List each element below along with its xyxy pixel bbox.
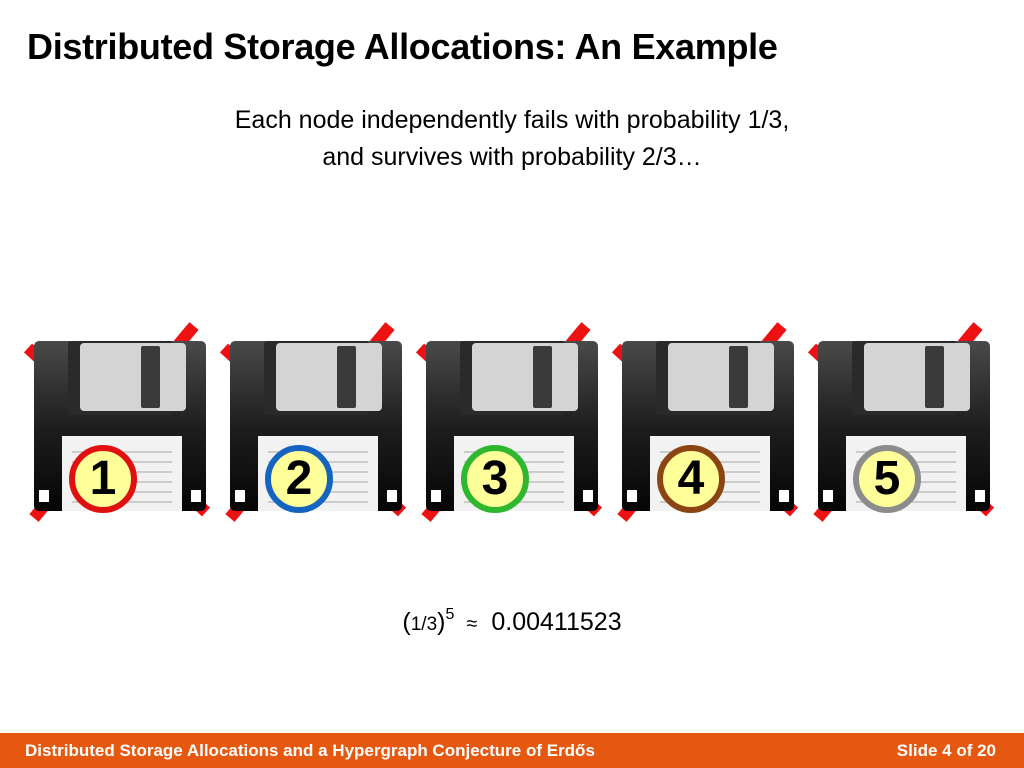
floppy-disk-icon xyxy=(611,322,798,522)
floppy-disk-1: 1 xyxy=(20,322,210,522)
formula-denominator: 3 xyxy=(426,614,438,635)
slide-subtitle: Each node independently fails with proba… xyxy=(0,102,1024,176)
footer-slide-number: Slide 4 of 20 xyxy=(896,741,996,760)
floppy-disk-4: 4 xyxy=(608,322,798,522)
metal-shutter xyxy=(80,343,186,411)
formula-close-paren: ) xyxy=(437,608,446,636)
floppy-disk-icon xyxy=(219,322,406,522)
slide-title: Distributed Storage Allocations: An Exam… xyxy=(27,26,778,67)
subtitle-line-2: and survives with probability 2/3… xyxy=(322,143,702,171)
metal-shutter xyxy=(276,343,382,411)
formula-approx-symbol: ≈ xyxy=(466,613,478,635)
metal-shutter xyxy=(472,343,578,411)
floppy-disk-icon xyxy=(23,322,210,522)
footer-bar: Distributed Storage Allocations and a Hy… xyxy=(0,733,1024,768)
formula-value: 0.00411523 xyxy=(491,608,622,636)
floppy-disk-icon xyxy=(807,322,994,522)
metal-shutter xyxy=(668,343,774,411)
footer-presentation-title: Distributed Storage Allocations and a Hy… xyxy=(25,741,595,760)
disk-number-label: 4 xyxy=(677,452,705,505)
number-ring xyxy=(657,445,725,513)
subtitle-line-1: Each node independently fails with proba… xyxy=(234,106,790,134)
number-ring xyxy=(853,445,921,513)
formula-open-paren: ( xyxy=(402,608,411,636)
number-ring xyxy=(461,445,529,513)
number-ring xyxy=(265,445,333,513)
disk-number-label: 3 xyxy=(481,452,509,505)
disk-number-label: 5 xyxy=(873,452,901,505)
floppy-disk-2: 2 xyxy=(216,322,406,522)
metal-shutter xyxy=(864,343,970,411)
probability-formula: (1/3)5 ≈0.00411523 xyxy=(0,606,1024,637)
floppy-disk-5: 5 xyxy=(804,322,994,522)
formula-fraction: 1/3 xyxy=(411,614,437,635)
floppy-disk-icon xyxy=(415,322,602,522)
disk-number-label: 1 xyxy=(89,452,117,505)
number-ring xyxy=(69,445,137,513)
formula-numerator: 1 xyxy=(410,614,422,635)
formula-exponent: 5 xyxy=(445,606,455,623)
floppy-disk-3: 3 xyxy=(412,322,602,522)
disk-number-label: 2 xyxy=(285,452,313,505)
formula-slash: / xyxy=(421,614,427,635)
